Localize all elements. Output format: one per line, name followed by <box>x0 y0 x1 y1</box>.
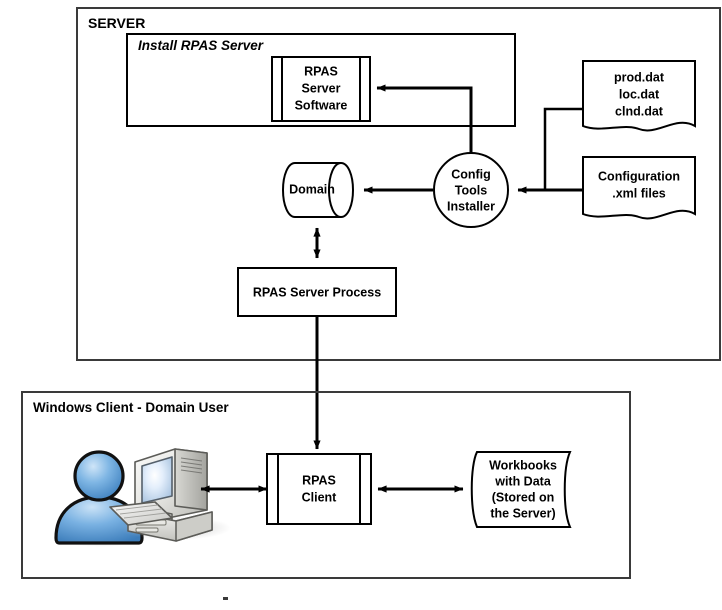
node-workbooks-line-2: with Data <box>494 474 552 488</box>
node-configuration-xml-doc[interactable]: Configuration .xml files <box>582 156 696 220</box>
node-rpas-client[interactable]: RPAS Client <box>266 453 372 525</box>
node-configuration-xml-line-1: Configuration <box>598 169 680 183</box>
node-rpas-server-software-line-2: Server <box>302 81 341 95</box>
node-workbooks-line-1: Workbooks <box>489 458 557 472</box>
node-rpas-server-process[interactable]: RPAS Server Process <box>237 267 397 317</box>
node-workbooks-line-3: (Stored on <box>492 490 555 504</box>
container-windows-client-label: Windows Client - Domain User <box>33 400 229 415</box>
user-person-icon <box>54 450 146 547</box>
node-rpas-server-software[interactable]: RPAS Server Software <box>271 56 371 122</box>
stray-tick-mark <box>223 597 228 600</box>
edge-installer-to-software <box>376 84 473 153</box>
node-workbooks-line-4: the Server) <box>490 506 555 520</box>
node-config-tools-installer[interactable]: Config Tools Installer <box>433 152 509 228</box>
node-config-tools-installer-line-1: Config <box>451 167 491 181</box>
node-workbooks[interactable]: Workbooks with Data (Stored on the Serve… <box>470 451 572 528</box>
node-config-tools-installer-line-3: Installer <box>447 199 495 213</box>
container-windows-client: Windows Client - Domain User <box>21 391 631 579</box>
node-configuration-xml-line-2: .xml files <box>612 186 666 200</box>
node-rpas-client-line-1: RPAS <box>302 473 336 487</box>
node-rpas-server-process-label: RPAS Server Process <box>253 285 381 299</box>
container-server-label: SERVER <box>88 15 145 31</box>
node-prod-dat-line-3: clnd.dat <box>615 104 664 118</box>
node-rpas-client-line-2: Client <box>302 490 338 504</box>
node-prod-dat-line-2: loc.dat <box>619 87 660 101</box>
container-server: SERVER <box>76 7 721 361</box>
node-config-tools-installer-line-2: Tools <box>455 183 487 197</box>
node-domain-label: Domain <box>289 182 335 196</box>
node-prod-dat-line-1: prod.dat <box>614 70 665 84</box>
container-install-rpas-server: Install RPAS Server <box>126 33 516 127</box>
edge-prod-dat-to-installer <box>543 107 583 190</box>
node-prod-dat-doc[interactable]: prod.dat loc.dat clnd.dat <box>582 60 696 132</box>
node-domain[interactable]: Domain <box>281 162 355 218</box>
desktop-computer-icon <box>109 448 231 542</box>
node-rpas-server-software-line-1: RPAS <box>304 64 338 78</box>
container-install-rpas-server-label: Install RPAS Server <box>138 38 264 53</box>
node-rpas-server-software-line-3: Software <box>295 98 348 112</box>
